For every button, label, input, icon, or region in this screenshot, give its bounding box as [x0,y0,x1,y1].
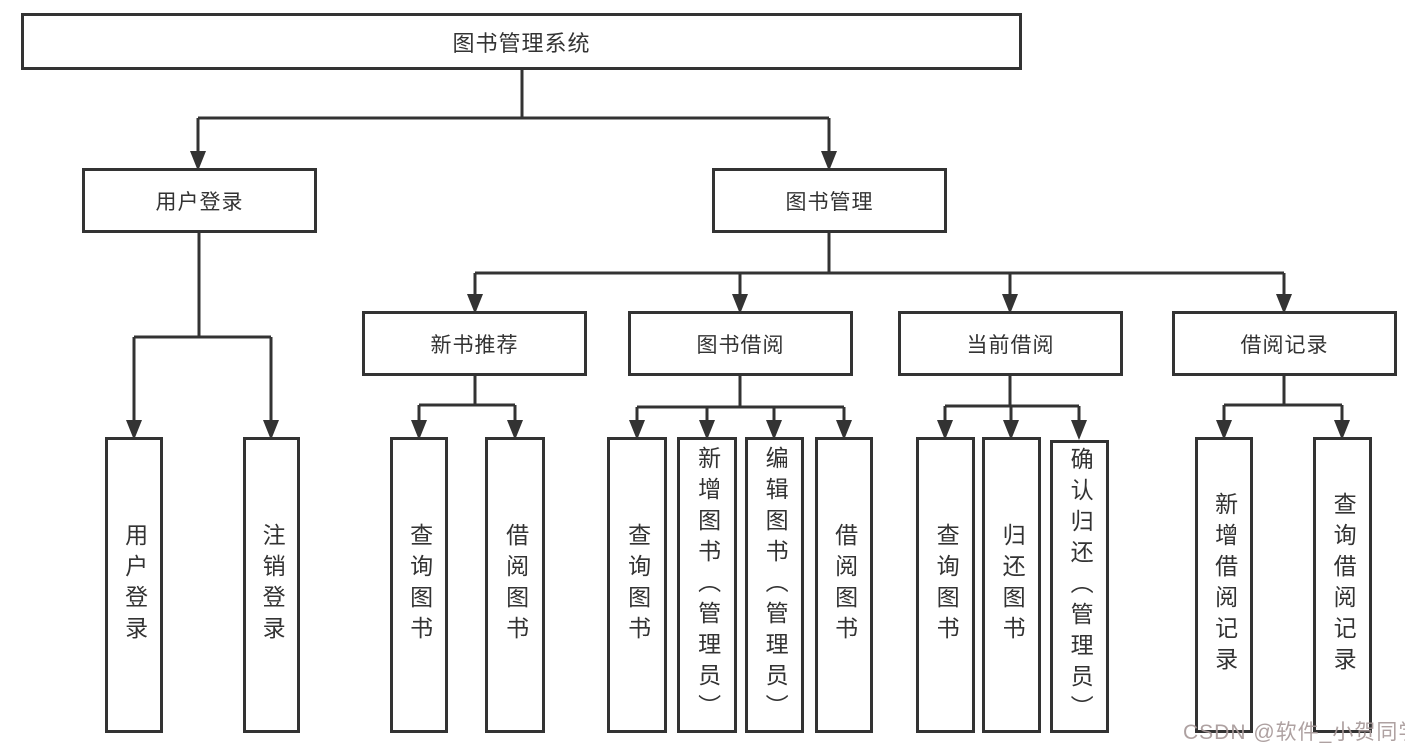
node-borrow-records: 借阅记录 [1172,311,1397,376]
node-leaf-logout: 注销登录 [243,437,300,733]
node-leaf-confirm-return-admin: 确认归还（管理员） [1050,440,1109,733]
node-current-borrow: 当前借阅 [898,311,1123,376]
node-leaf-add-book-admin: 新增图书（管理员） [677,437,737,733]
node-user-login: 用户登录 [82,168,317,233]
node-leaf-query-borrow-record: 查询借阅记录 [1313,437,1372,733]
node-book-management: 图书管理 [712,168,947,233]
node-leaf-borrow-books: 借阅图书 [815,437,873,733]
node-root: 图书管理系统 [21,13,1022,70]
node-leaf-query-books-borrow: 查询图书 [607,437,667,733]
node-new-book-recommend: 新书推荐 [362,311,587,376]
node-leaf-borrow-books-recommend: 借阅图书 [485,437,545,733]
node-leaf-add-borrow-record: 新增借阅记录 [1195,437,1253,733]
node-book-borrow: 图书借阅 [628,311,853,376]
node-leaf-query-books-current: 查询图书 [916,437,975,733]
node-leaf-user-login: 用户登录 [105,437,163,733]
node-leaf-return-books: 归还图书 [982,437,1041,733]
node-leaf-query-books-recommend: 查询图书 [390,437,448,733]
watermark: CSDN @软件_小贺同学 [1183,721,1405,744]
node-leaf-edit-book-admin: 编辑图书（管理员） [745,437,804,733]
